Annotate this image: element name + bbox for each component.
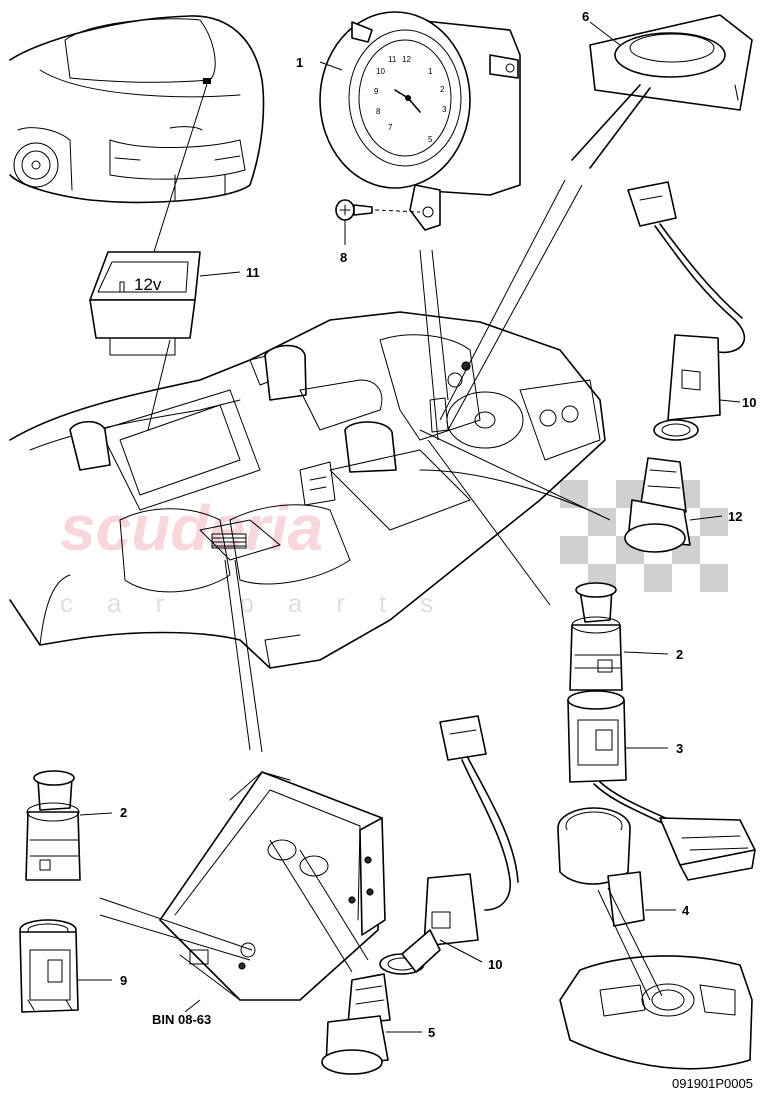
car-rear-view bbox=[9, 15, 265, 259]
clock-num-8: 8 bbox=[376, 107, 381, 116]
clock-num-3: 3 bbox=[442, 105, 447, 114]
part-1-clock: 12 1 2 3 5 7 8 9 10 11 bbox=[319, 11, 521, 231]
part-11-socket-cover: 12v bbox=[89, 251, 241, 356]
label-part-3: 3 bbox=[676, 741, 683, 756]
clock-face: 12 1 2 3 5 7 8 9 10 11 bbox=[374, 55, 447, 144]
socket-location-marker bbox=[203, 78, 211, 84]
label-part-8: 8 bbox=[340, 250, 347, 265]
clock-num-10: 10 bbox=[376, 67, 385, 76]
label-part-9: 9 bbox=[120, 973, 127, 988]
label-part-10-bottom: 10 bbox=[488, 957, 502, 972]
clock-minute-hand bbox=[407, 97, 421, 113]
clock-num-7: 7 bbox=[388, 123, 393, 132]
watermark-main-text: scuderia bbox=[60, 492, 323, 564]
label-part-2-right: 2 bbox=[676, 647, 683, 662]
console-detail bbox=[559, 887, 753, 1070]
label-part-12: 12 bbox=[728, 509, 742, 524]
clock-num-12: 12 bbox=[402, 55, 411, 64]
part-5-lighter-insert bbox=[321, 973, 422, 1075]
watermark: scuderia car parts bbox=[60, 480, 728, 618]
watermark-sub-text: car parts bbox=[60, 588, 467, 618]
part-labels: 1 6 8 11 10 12 2 3 2 9 BIN 08-63 10 5 4 bbox=[120, 9, 756, 1040]
label-bin-reference: BIN 08-63 bbox=[152, 1012, 211, 1027]
clock-num-5: 5 bbox=[428, 135, 433, 144]
socket-label-text: 12v bbox=[134, 275, 162, 294]
label-part-10-top: 10 bbox=[742, 395, 756, 410]
drawing-code: 091901P0005 bbox=[672, 1076, 753, 1091]
label-part-6: 6 bbox=[582, 9, 589, 24]
part-9-socket bbox=[19, 919, 112, 1013]
label-part-4: 4 bbox=[682, 903, 690, 918]
part-2-lighter-right bbox=[569, 582, 669, 691]
label-part-11: 11 bbox=[246, 265, 260, 280]
clock-num-1: 1 bbox=[428, 67, 433, 76]
part-3-socket-housing bbox=[567, 690, 756, 881]
part-8-screw bbox=[335, 199, 421, 245]
part-10-socket-harness-top bbox=[627, 181, 746, 441]
label-part-2-left: 2 bbox=[120, 805, 127, 820]
clock-num-2: 2 bbox=[440, 85, 445, 94]
clock-num-11: 11 bbox=[388, 55, 397, 64]
part-2-lighter-left bbox=[25, 770, 113, 881]
label-part-1: 1 bbox=[296, 55, 303, 70]
part-6-pad bbox=[571, 14, 753, 169]
console-bin bbox=[99, 771, 386, 1013]
part-4-holder bbox=[557, 807, 676, 927]
car-interior bbox=[9, 179, 611, 753]
label-part-5: 5 bbox=[428, 1025, 435, 1040]
part-12-lighter-element bbox=[624, 457, 723, 553]
part-10-socket-harness-bottom bbox=[379, 715, 519, 975]
clock-num-9: 9 bbox=[374, 87, 379, 96]
